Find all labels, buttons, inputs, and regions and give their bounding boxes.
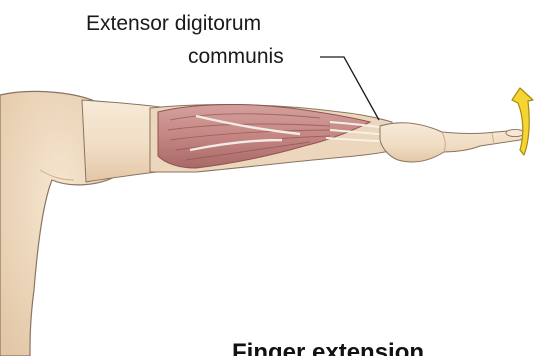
fingernail (506, 129, 524, 136)
hand (380, 123, 525, 162)
muscle-label-line2: communis (188, 45, 284, 69)
extension-arrow-icon (512, 88, 533, 155)
muscle-label-line1: Extensor digitorum (86, 12, 261, 36)
diagram-caption: Finger extension (232, 339, 424, 356)
